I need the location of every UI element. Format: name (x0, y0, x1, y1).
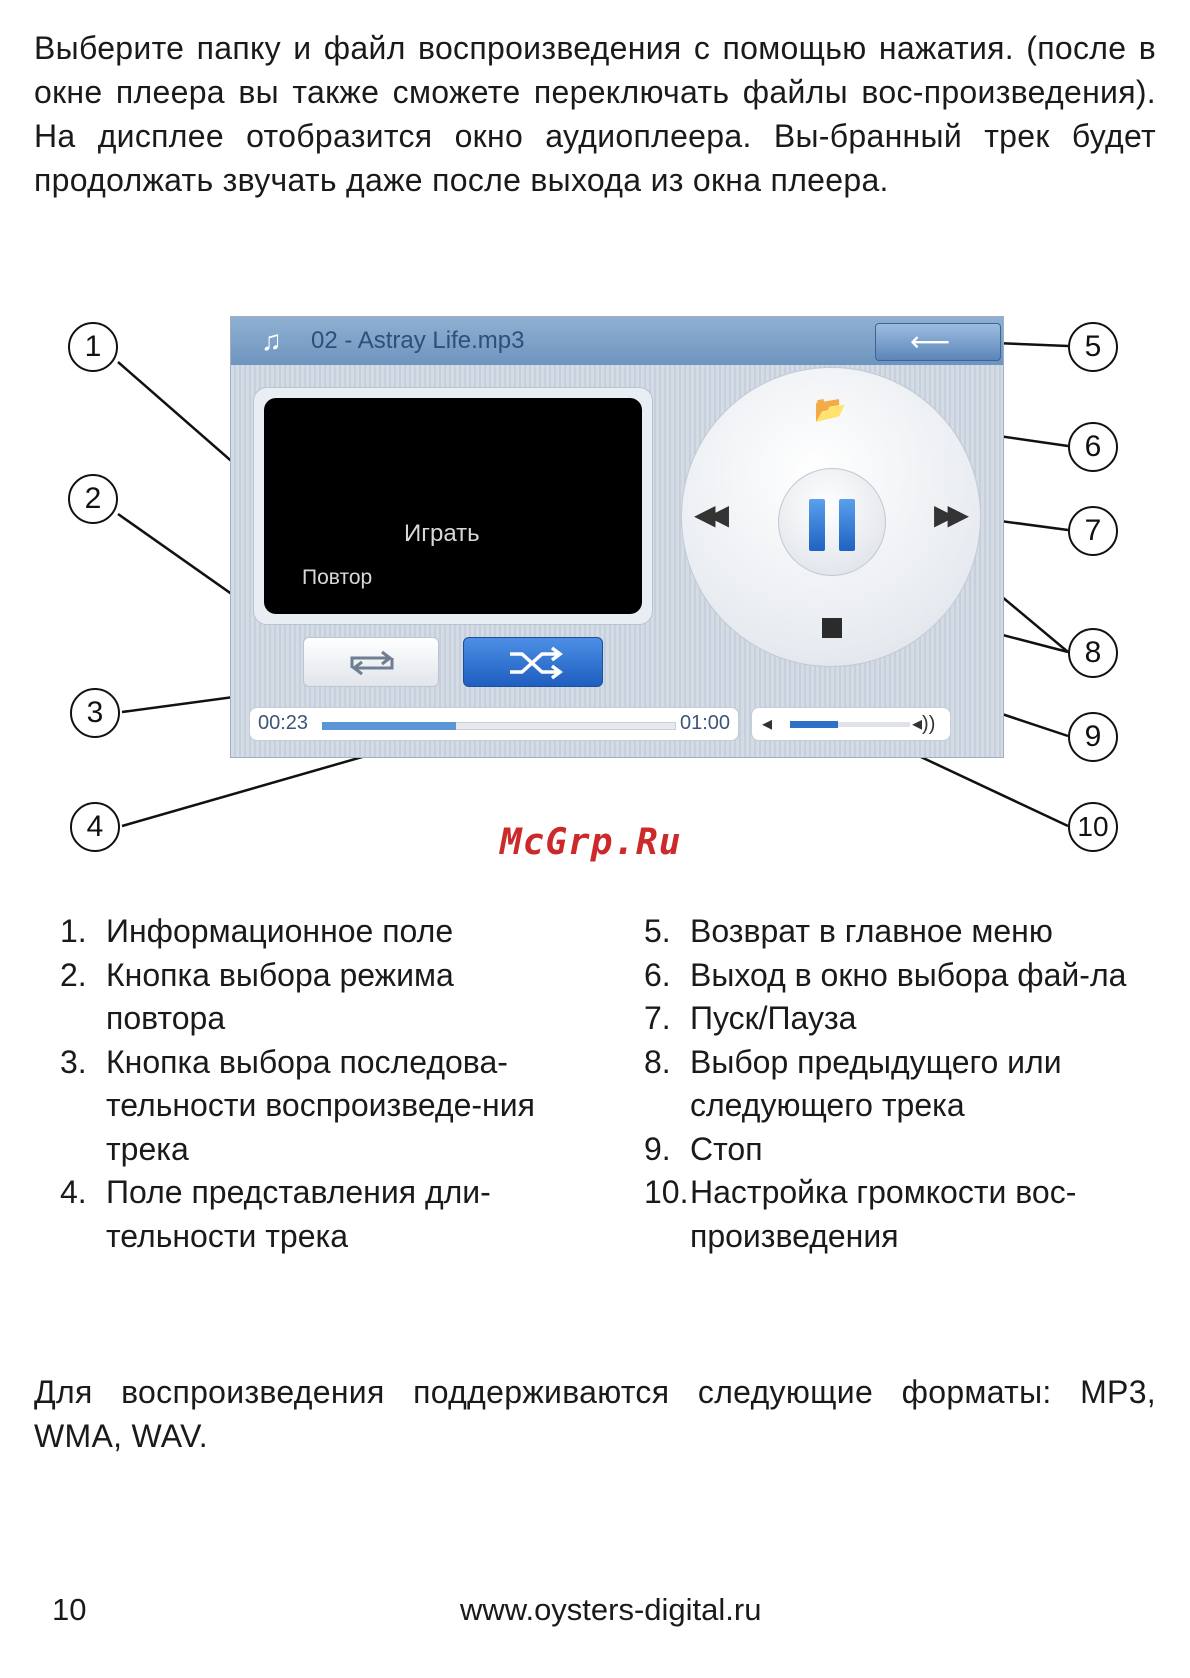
repeat-icon (350, 650, 394, 676)
track-title: 02 - Astray Life.mp3 (311, 327, 525, 354)
control-wheel: 📂 ◀◀ ▶▶ (681, 367, 981, 667)
list-item: 3.Кнопка выбора последова-тельности восп… (60, 1043, 535, 1167)
speaker-low-icon: ◂ (762, 713, 773, 735)
volume-control: ◂ ◂)) (751, 707, 951, 741)
shuffle-button[interactable] (463, 637, 603, 687)
list-item: 9.Стоп (644, 1130, 763, 1167)
callout-6: 6 (1068, 422, 1118, 472)
music-note-icon: ♫ (261, 325, 282, 356)
callout-3: 3 (70, 688, 120, 738)
page-number: 10 (52, 1592, 87, 1627)
list-item: 4.Поле представления дли-тельности трека (60, 1174, 491, 1254)
list-item: 7.Пуск/Пауза (644, 1000, 857, 1036)
callout-1: 1 (68, 322, 118, 372)
callout-9: 9 (1068, 712, 1118, 762)
list-item: 8.Выбор предыдущего или следующего трека (644, 1043, 1062, 1124)
info-screen: Играть Повтор (264, 398, 642, 614)
callout-5: 5 (1068, 322, 1118, 372)
footer-url: www.oysters-digital.ru (460, 1592, 762, 1627)
info-field: Играть Повтор (253, 387, 653, 625)
intro-paragraph: Выберите папку и файл воспроизведения с … (34, 30, 1156, 198)
folder-icon[interactable]: 📂 (814, 394, 847, 424)
list-item: 10.Настройка громкости вос-произведения (644, 1174, 1077, 1254)
callout-2: 2 (68, 474, 118, 524)
speaker-high-icon: ◂)) (912, 713, 936, 735)
previous-track-icon[interactable]: ◀◀ (694, 499, 729, 530)
list-item: 2.Кнопка выбора режима повтора (60, 956, 454, 1037)
volume-track[interactable] (790, 722, 910, 727)
callout-10: 10 (1068, 802, 1118, 852)
volume-fill (790, 721, 838, 728)
stop-icon[interactable] (822, 618, 842, 638)
player-figure: ♫ 02 - Astray Life.mp3 ⟵ Играть Повтор (68, 316, 1118, 863)
pause-icon (839, 499, 855, 551)
shuffle-icon (510, 646, 563, 680)
time-elapsed: 00:23 (258, 712, 309, 734)
time-total: 01:00 (680, 712, 731, 734)
legend-list-left: 1.Информационное поле 2.Кнопка выбора ре… (60, 910, 580, 1258)
watermark: McGrp.Ru (500, 822, 682, 863)
back-button[interactable]: ⟵ (875, 323, 1001, 361)
progress-fill (322, 722, 456, 730)
player-title-bar: ♫ 02 - Astray Life.mp3 ⟵ (231, 317, 1003, 365)
arrow-left-icon: ⟵ (910, 326, 951, 357)
callout-8: 8 (1068, 628, 1118, 678)
info-play-label: Играть (404, 520, 480, 547)
legend-list-right: 5.Возврат в главное меню 6.Выход в окно … (644, 910, 1164, 1258)
pause-icon (809, 499, 825, 551)
repeat-mode-button[interactable] (303, 637, 439, 687)
formats-paragraph: Для воспроизведения поддерживаются следу… (34, 1374, 1156, 1454)
callout-7: 7 (1068, 506, 1118, 556)
track-duration-field: 00:23 01:00 (249, 707, 739, 741)
list-item: 6.Выход в окно выбора фай-ла (644, 956, 1127, 993)
list-item: 1.Информационное поле (60, 913, 454, 949)
list-item: 5.Возврат в главное меню (644, 913, 1053, 949)
next-track-icon[interactable]: ▶▶ (934, 499, 969, 530)
info-repeat-label: Повтор (302, 566, 373, 589)
callout-4: 4 (70, 802, 120, 852)
audio-player-window: ♫ 02 - Astray Life.mp3 ⟵ Играть Повтор (230, 316, 1004, 758)
play-pause-button[interactable] (778, 468, 886, 576)
